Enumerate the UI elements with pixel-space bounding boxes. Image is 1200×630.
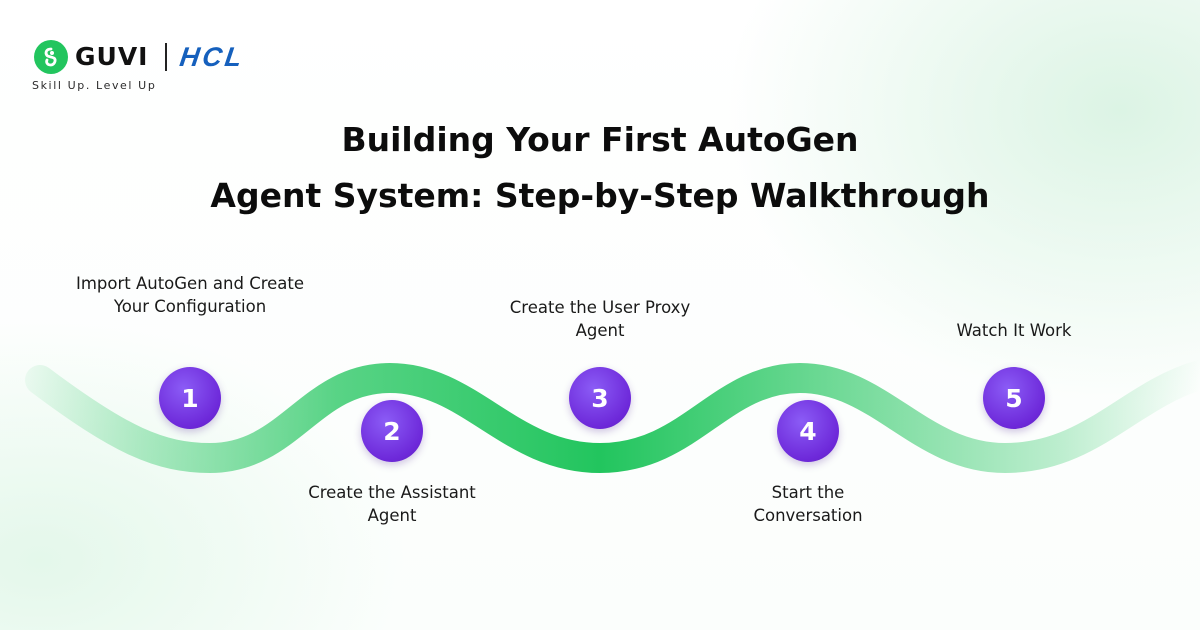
step-5-label: Watch It Work <box>956 321 1072 340</box>
step-2-circle: 2 <box>361 400 423 462</box>
guvi-logo-icon <box>34 40 68 74</box>
step-2-label: Create the Assistant Agent <box>308 483 476 525</box>
title-line-1: Building Your First AutoGen <box>341 120 859 159</box>
title-line-2: Agent System: Step-by-Step Walkthrough <box>210 176 990 215</box>
step-1-label: Import AutoGen and Create Your Configura… <box>75 274 305 316</box>
step-4-circle: 4 <box>777 400 839 462</box>
logo-divider <box>165 43 167 71</box>
step-5-circle: 5 <box>983 367 1045 429</box>
brand-logo: GUVI HCL Skill Up. Level Up <box>30 37 330 97</box>
step-4-label: Start the Conversation <box>753 483 863 525</box>
guvi-wordmark: GUVI <box>75 42 149 71</box>
step-3-label: Create the User Proxy Agent <box>509 298 691 340</box>
page-title: Building Your First AutoGen Agent System… <box>0 112 1200 224</box>
step-3-circle: 3 <box>569 367 631 429</box>
brand-tagline: Skill Up. Level Up <box>32 79 157 92</box>
step-1-circle: 1 <box>159 367 221 429</box>
